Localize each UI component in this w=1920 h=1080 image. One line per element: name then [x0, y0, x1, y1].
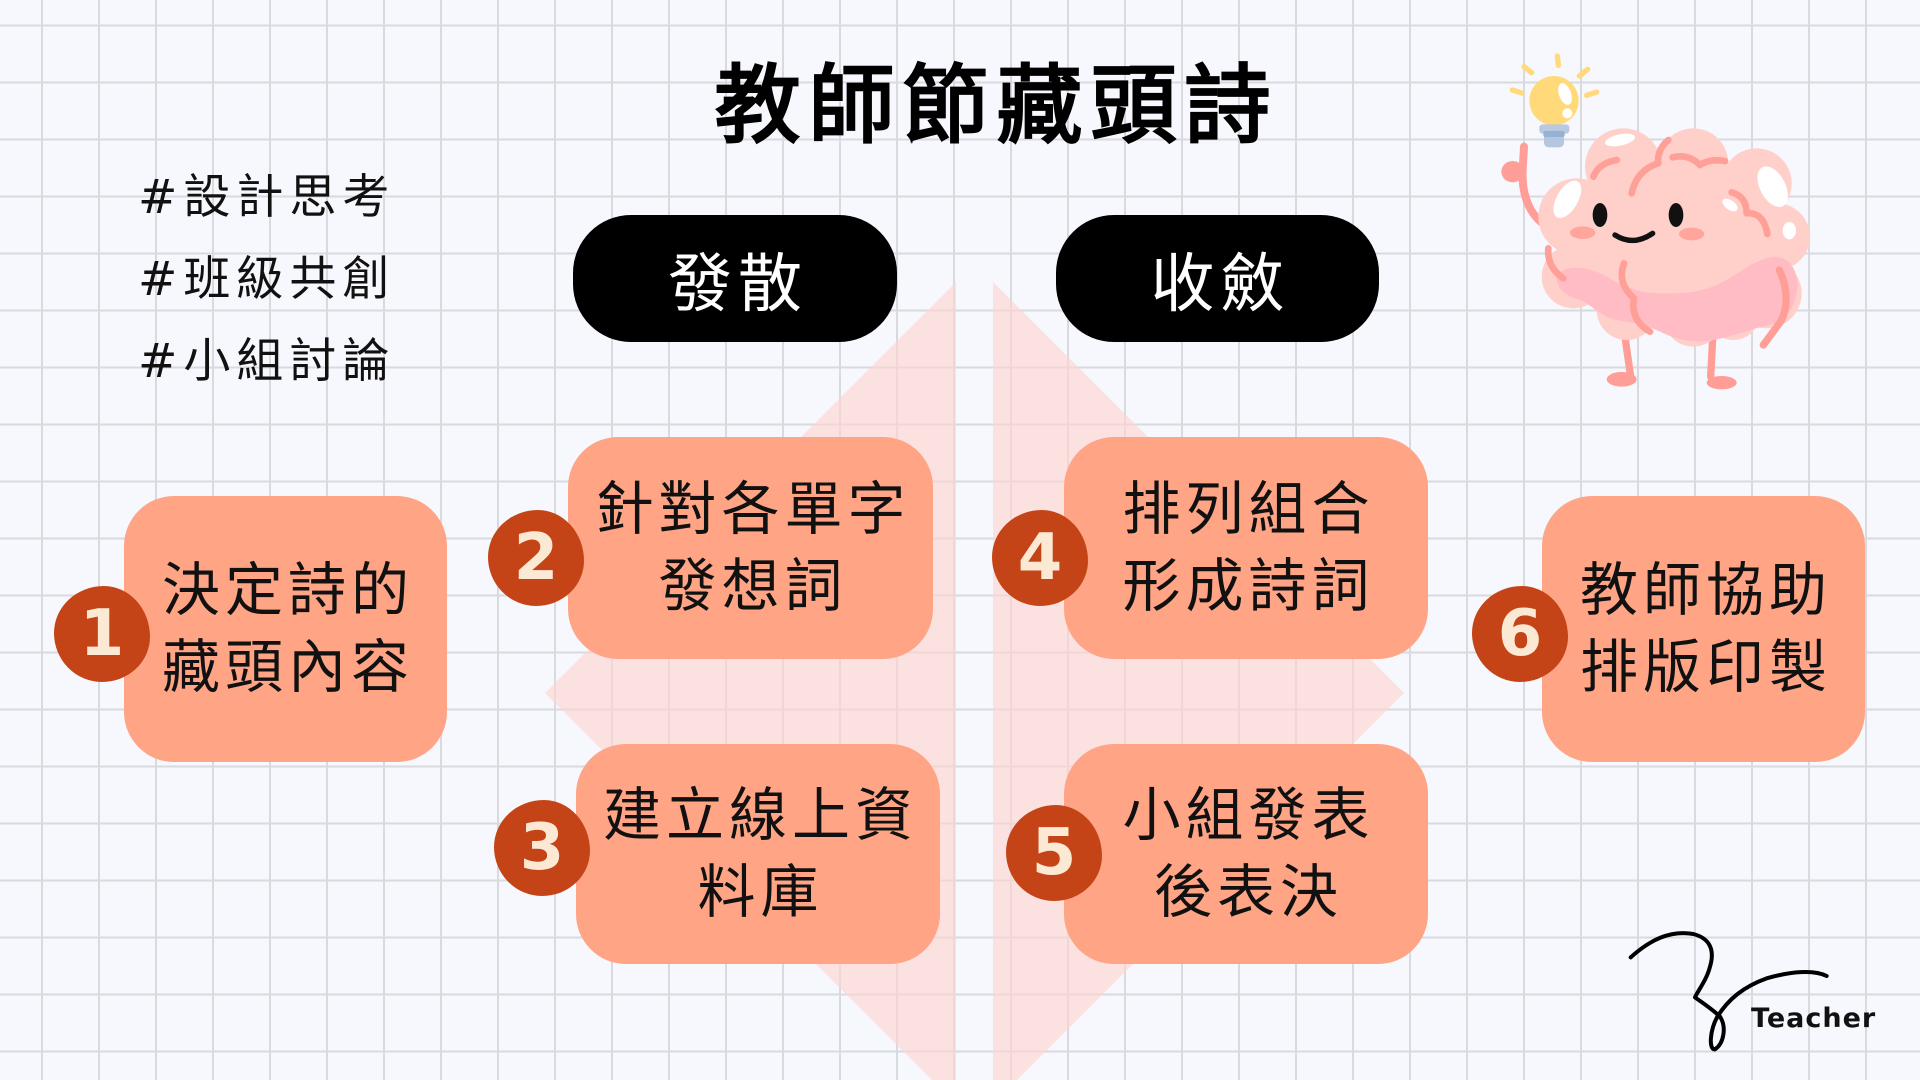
- step-badge-6: 6: [1472, 586, 1568, 682]
- step-2-line-1: 針對各單字: [595, 475, 911, 543]
- step-number-4: 4: [1017, 521, 1063, 595]
- step-number-5: 5: [1031, 816, 1077, 890]
- step-badge-4: 4: [992, 510, 1088, 606]
- phase-label-divergent: 發散: [668, 247, 808, 322]
- step-box-5: 小組發表 後表決: [1064, 744, 1428, 964]
- step-number-2: 2: [513, 521, 559, 595]
- step-6-line-2: 排版印製: [1579, 633, 1832, 701]
- step-number-3: 3: [519, 811, 565, 885]
- phase-pill-convergent: 收斂: [1056, 215, 1379, 342]
- lightbulb-icon: [1509, 53, 1600, 148]
- step-number-1: 1: [79, 597, 125, 671]
- step-6-line-1: 教師協助: [1579, 556, 1832, 624]
- step-box-4: 排列組合 形成詩詞: [1064, 437, 1428, 659]
- step-1-line-1: 決定詩的: [161, 556, 414, 624]
- step-2-line-2: 發想詞: [658, 552, 848, 620]
- page-title: 教師節藏頭詩: [714, 56, 1279, 156]
- step-1-line-2: 藏頭內容: [161, 633, 414, 701]
- step-badge-3: 3: [494, 800, 590, 896]
- hashtag-class-cocreation: #班級共創: [138, 252, 396, 307]
- hashtag-group-discussion: #小組討論: [138, 334, 396, 389]
- step-3-line-1: 建立線上資: [602, 781, 918, 849]
- phase-pill-divergent: 發散: [573, 215, 897, 342]
- step-box-1: 決定詩的 藏頭內容: [124, 496, 447, 762]
- step-4-line-1: 排列組合: [1122, 475, 1375, 543]
- hashtag-design-thinking: #設計思考: [138, 170, 396, 225]
- signature-label: Teacher: [1751, 1003, 1877, 1034]
- step-number-6: 6: [1497, 597, 1543, 671]
- hashtag-list: #設計思考 #班級共創 #小組討論: [138, 157, 458, 403]
- step-badge-2: 2: [488, 510, 584, 606]
- step-4-line-2: 形成詩詞: [1122, 552, 1375, 620]
- step-box-3: 建立線上資 料庫: [576, 744, 940, 964]
- phase-label-convergent: 收斂: [1150, 247, 1291, 322]
- step-5-line-1: 小組發表: [1122, 781, 1375, 849]
- brain-mascot-icon: [1501, 53, 1810, 390]
- step-badge-5: 5: [1006, 805, 1102, 901]
- step-box-6: 教師協助 排版印製: [1542, 496, 1865, 762]
- step-5-line-2: 後表決: [1153, 858, 1343, 926]
- step-3-line-2: 料庫: [697, 858, 824, 926]
- mascot-face: [1570, 203, 1705, 244]
- step-box-2: 針對各單字 發想詞: [568, 437, 933, 659]
- step-badge-1: 1: [54, 586, 150, 682]
- signature-scribble-icon: [1628, 931, 1829, 1052]
